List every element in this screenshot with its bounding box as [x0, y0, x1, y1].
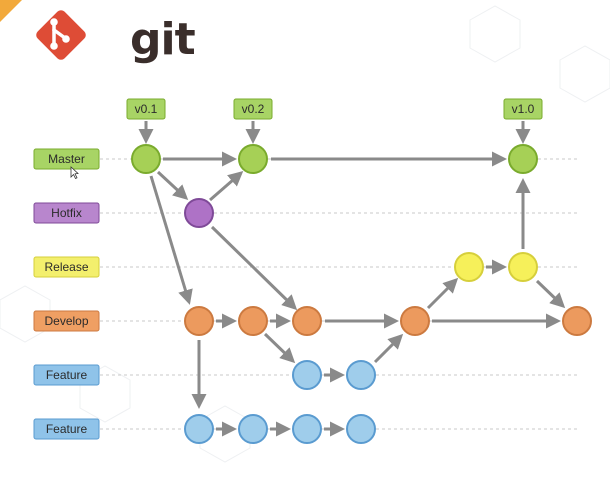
commit-feature-2-4	[346, 414, 376, 444]
arrow-master-to-develop	[149, 175, 193, 305]
arrow-hotfix-to-master	[209, 171, 244, 202]
lane-label-feature-1: Feature	[33, 364, 100, 386]
commit-feature-2-1	[184, 414, 214, 444]
mouse-cursor-icon	[70, 166, 79, 180]
commit-develop-5	[562, 306, 592, 336]
tag-v1-0: v1.0	[503, 98, 543, 144]
tag-v0-2: v0.2	[233, 98, 273, 144]
commit-develop-3	[292, 306, 322, 336]
git-logo: git	[32, 10, 196, 65]
tag-v0-1-text: v0.1	[135, 102, 158, 116]
arrow-develop-to-feature	[263, 332, 296, 364]
logo-text: git	[130, 14, 196, 65]
commit-release-1	[454, 252, 484, 282]
commit-hotfix-1	[184, 198, 214, 228]
lane-label-hotfix-text: Hotfix	[51, 206, 82, 220]
version-tags: v0.1 v0.2 v1.0	[126, 98, 543, 144]
commit-develop-4	[400, 306, 430, 336]
arrow-hotfix-to-develop	[210, 225, 298, 311]
commit-master-3	[508, 144, 538, 174]
commit-release-2	[508, 252, 538, 282]
lane-label-feature-2-text: Feature	[46, 422, 88, 436]
lane-label-release: Release	[33, 256, 100, 278]
commit-feature-1-2	[346, 360, 376, 390]
commit-develop-1	[184, 306, 214, 336]
lane-lines	[100, 158, 578, 430]
tag-v0-2-text: v0.2	[242, 102, 265, 116]
lane-label-feature-1-text: Feature	[46, 368, 88, 382]
lane-label-feature-2: Feature	[33, 418, 100, 440]
lane-label-hotfix: Hotfix	[33, 202, 100, 224]
arrow-develop-to-release	[426, 277, 459, 310]
arrow-master-to-hotfix	[156, 170, 189, 201]
git-logo-icon	[36, 10, 86, 60]
lane-label-develop-text: Develop	[44, 314, 88, 328]
commit-master-1	[131, 144, 161, 174]
lane-label-develop: Develop	[33, 310, 100, 332]
commit-master-2	[238, 144, 268, 174]
commit-arrows	[149, 151, 566, 437]
commit-feature-1-1	[292, 360, 322, 390]
corner-accent	[0, 0, 22, 22]
lane-label-master-text: Master	[48, 152, 85, 166]
arrow-release-to-develop	[535, 279, 566, 309]
commit-feature-2-3	[292, 414, 322, 444]
lane-label-master: Master	[33, 148, 100, 170]
lane-label-release-text: Release	[44, 260, 88, 274]
lane-labels: Master Hotfix Release Develop Feature Fe…	[33, 148, 100, 440]
arrow-feature-to-develop	[373, 333, 404, 364]
tag-v0-1: v0.1	[126, 98, 166, 144]
commit-develop-2	[238, 306, 268, 336]
tag-v1-0-text: v1.0	[512, 102, 535, 116]
commit-feature-2-2	[238, 414, 268, 444]
commit-nodes	[131, 144, 592, 444]
